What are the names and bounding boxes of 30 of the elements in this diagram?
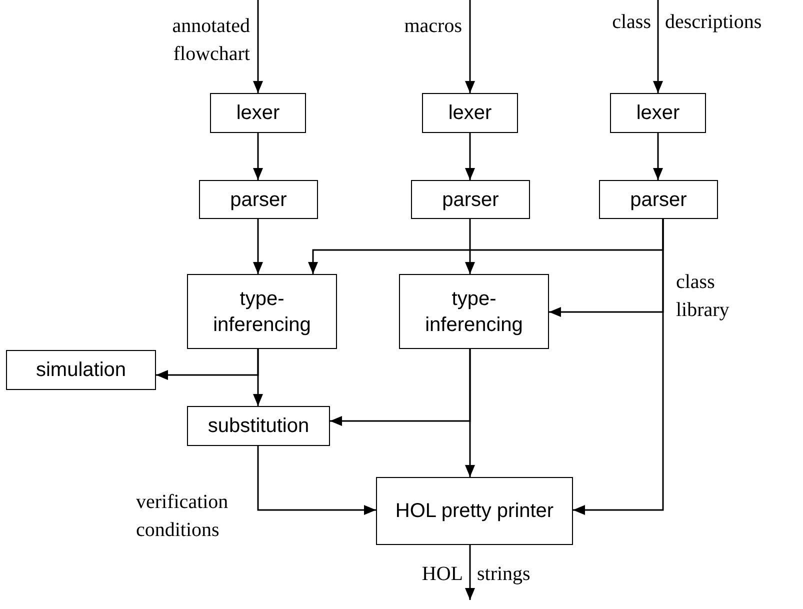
process-box: HOL pretty printer (376, 477, 573, 545)
edge-label: HOL strings (420, 562, 532, 586)
edge-label: class descriptions (611, 10, 763, 34)
process-box: type-inferencing (399, 274, 549, 349)
arrow (253, 133, 263, 180)
arrow (465, 0, 475, 93)
arrow (465, 545, 475, 600)
process-box: parser (411, 180, 530, 219)
process-box: type-inferencing (187, 274, 337, 349)
process-box: parser (199, 180, 318, 219)
edge-label: macros (403, 14, 462, 39)
arrow (253, 219, 263, 274)
arrow (465, 219, 475, 274)
process-box: parser (599, 180, 718, 219)
edge-label: verification conditions (136, 490, 230, 543)
arrow (257, 446, 376, 515)
process-box: lexer (210, 93, 306, 133)
edge-label: class library (676, 270, 730, 323)
arrow (653, 133, 663, 180)
process-box: simulation (6, 350, 156, 390)
arrow (253, 349, 263, 406)
arrow (573, 219, 664, 515)
arrow (465, 133, 475, 180)
process-box: lexer (422, 93, 518, 133)
arrow (253, 0, 263, 93)
process-box: lexer (610, 93, 706, 133)
process-box: substitution (187, 406, 330, 446)
edge-label: annotated flowchart (171, 14, 250, 67)
arrow (653, 0, 663, 93)
arrow (465, 349, 475, 477)
